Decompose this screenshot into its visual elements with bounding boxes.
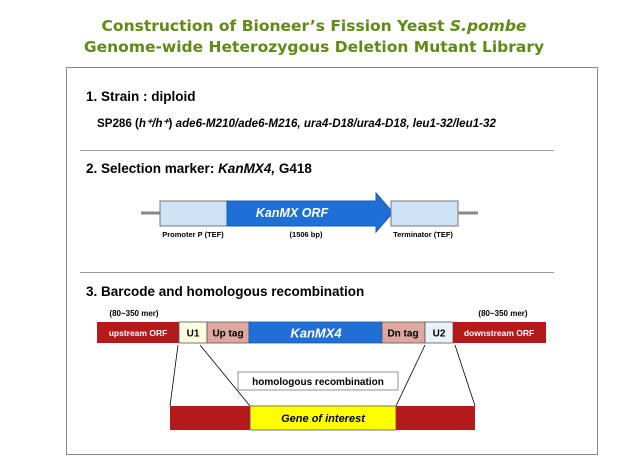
recombination-box [237, 371, 399, 391]
genome-right-flank [396, 406, 475, 430]
divider-1 [80, 150, 554, 151]
left-outer-line [169, 344, 179, 407]
genotype-alleles: ade6-M210/ade6-M216, ura4-D18/ura4-D18, … [175, 117, 496, 130]
terminator-label: Terminator (TEF) [393, 230, 453, 239]
kanmx4-label: KanMX4 [290, 326, 342, 341]
section2-marker: KanMX4, [218, 161, 276, 176]
right-length-label: (80~350 mer) [478, 309, 527, 318]
upstream-orf-box [97, 322, 179, 343]
downstream-orf-box [453, 322, 546, 343]
mating-type: h⁺/h⁺ [138, 117, 169, 130]
section1-heading: 1. Strain : diploid [86, 89, 196, 104]
right-outer-line [454, 344, 476, 407]
title-line-2: Genome-wide Heterozygous Deletion Mutant… [83, 38, 545, 56]
title-prefix: Construction of Bioneer’s Fission Yeast [101, 17, 450, 35]
section2-drug: G418 [275, 161, 312, 176]
left-length-label: (80~350 mer) [109, 309, 158, 318]
section2-heading: 2. Selection marker: KanMX4, G418 [86, 161, 312, 176]
title-species: S.pombe [449, 17, 527, 35]
promoter-box [159, 200, 228, 227]
left-inner-line [199, 344, 251, 407]
divider-2 [80, 272, 554, 273]
title-line-1: Construction of Bioneer’s Fission Yeast … [0, 17, 628, 35]
u2-label: U2 [433, 329, 446, 340]
section2-prefix: 2. Selection marker: [86, 161, 219, 176]
u1-label: U1 [187, 329, 200, 340]
orf-label: KanMX ORF [256, 206, 329, 220]
dntag-label: Dn tag [387, 329, 418, 340]
orf-size-label: (1506 bp) [290, 230, 323, 239]
uptag-label: Up tag [212, 329, 243, 340]
upstream-label: upstream ORF [109, 328, 168, 338]
terminator-box [390, 200, 459, 227]
mating-close: ) [168, 117, 176, 130]
section3-heading: 3. Barcode and homologous recombination [86, 284, 365, 299]
genome-left-flank [170, 406, 250, 430]
strain-genotype: SP286 (h⁺/h⁺) ade6-M210/ade6-M216, ura4-… [97, 116, 496, 130]
strain-name: SP286 ( [97, 117, 139, 130]
right-inner-line [395, 344, 426, 407]
downstream-label: downstream ORF [464, 328, 534, 338]
recombination-label: homologous recombination [252, 377, 384, 388]
kanmx-orf-arrow [226, 191, 394, 234]
gene-of-interest-label: Gene of interest [281, 413, 366, 425]
promoter-label: Promoter P (TEF) [162, 230, 224, 239]
